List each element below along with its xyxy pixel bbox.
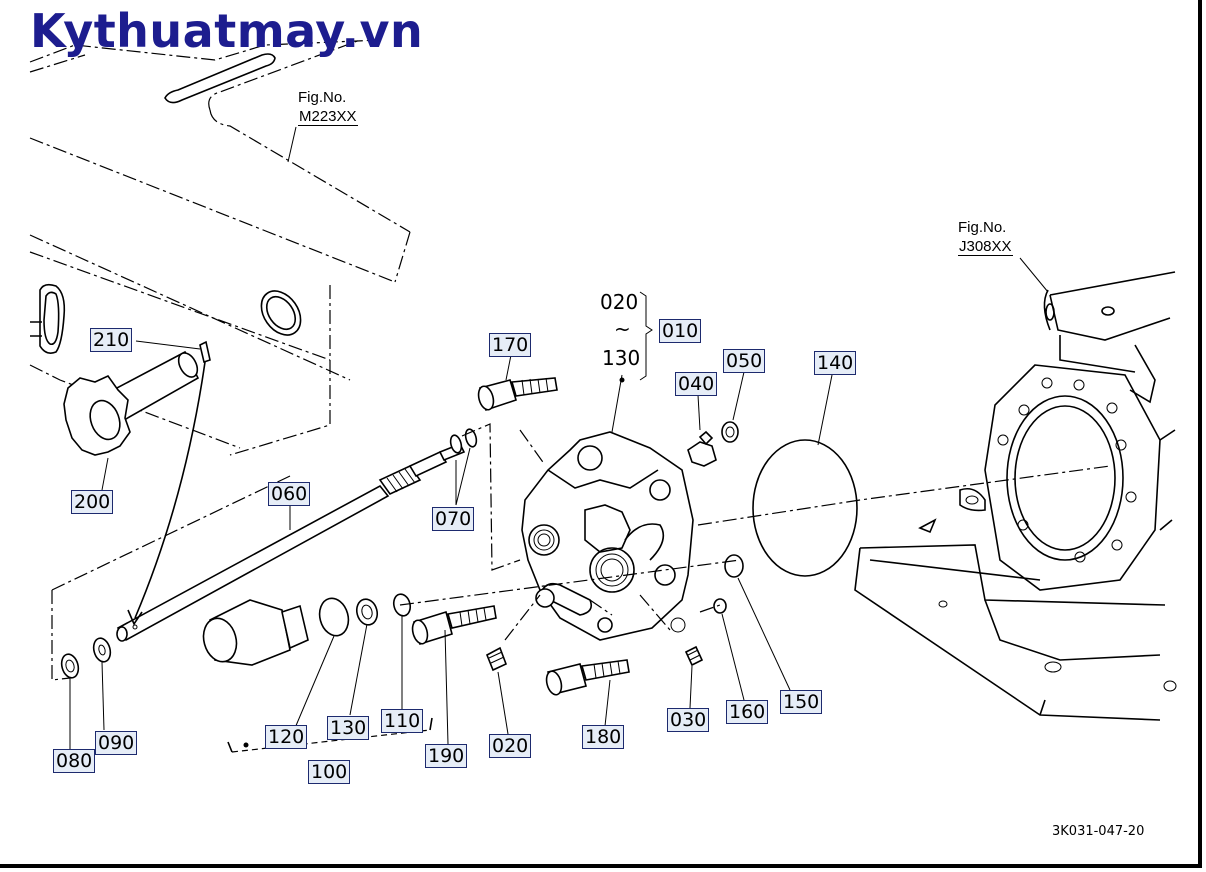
- pump-body: [521, 431, 694, 641]
- callout-070[interactable]: 070: [432, 507, 475, 531]
- assembly-range-end: 130: [602, 346, 641, 370]
- callout-110[interactable]: 110: [381, 709, 424, 733]
- drawing-code: 3K031-047-20: [1052, 824, 1145, 839]
- lower-housing: [854, 271, 1177, 721]
- shaft-060: [116, 442, 466, 642]
- washers-080-090: [60, 637, 112, 679]
- callout-080[interactable]: 080: [53, 749, 96, 773]
- fig-ref-lower-label: Fig.No.: [958, 219, 1007, 236]
- callout-210[interactable]: 210: [90, 328, 133, 352]
- callout-130[interactable]: 130: [327, 716, 370, 740]
- relief-valve-100: [202, 593, 412, 666]
- callout-190[interactable]: 190: [425, 744, 468, 768]
- fig-ref-lower: Fig.No. J308XX: [958, 218, 1013, 256]
- upper-housing-outline: [29, 39, 411, 456]
- callout-140[interactable]: 140: [814, 351, 857, 375]
- o-ring-140: [752, 439, 858, 577]
- leader-lines: [69, 126, 1049, 750]
- site-watermark: Kythuatmay.vn: [30, 4, 424, 58]
- callout-100[interactable]: 100: [308, 760, 351, 784]
- callout-160[interactable]: 160: [726, 700, 769, 724]
- callout-030[interactable]: 030: [667, 708, 710, 732]
- callout-090[interactable]: 090: [95, 731, 138, 755]
- callout-040[interactable]: 040: [675, 372, 718, 396]
- fig-ref-lower-code[interactable]: J308XX: [958, 238, 1013, 256]
- assembly-range-start: 020: [600, 290, 639, 314]
- fig-ref-upper-code[interactable]: M223XX: [298, 108, 358, 126]
- callout-180[interactable]: 180: [582, 725, 625, 749]
- callout-060[interactable]: 060: [268, 482, 311, 506]
- assembly-range-tilde: ~: [614, 317, 631, 341]
- bolts: [411, 377, 630, 696]
- small-fittings: [449, 421, 744, 672]
- callout-050[interactable]: 050: [723, 349, 766, 373]
- callout-120[interactable]: 120: [265, 725, 308, 749]
- fig-ref-upper-label: Fig.No.: [298, 89, 347, 106]
- callout-200[interactable]: 200: [71, 490, 114, 514]
- callout-170[interactable]: 170: [489, 333, 532, 357]
- fig-ref-upper: Fig.No. M223XX: [298, 88, 358, 126]
- callout-010[interactable]: 010: [659, 319, 702, 343]
- knob-200: [63, 340, 211, 626]
- callout-020[interactable]: 020: [489, 734, 532, 758]
- callout-150[interactable]: 150: [780, 690, 823, 714]
- assembly-centerlines: [51, 423, 1111, 753]
